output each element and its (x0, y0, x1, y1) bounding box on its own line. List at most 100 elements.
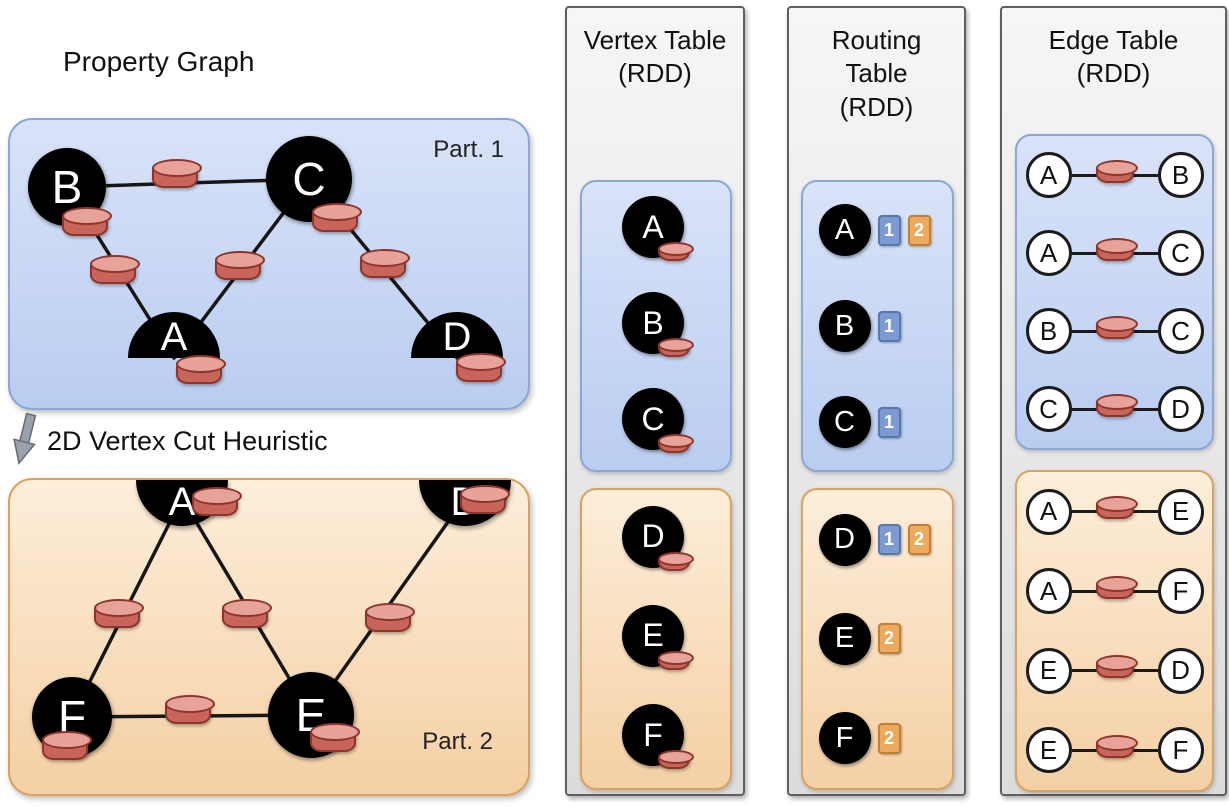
property-cylinder-icon (1095, 393, 1138, 417)
cut-heuristic-label: 2D Vertex Cut Heuristic (47, 426, 328, 456)
edge-endpoint-label: A (1039, 237, 1058, 268)
edge-row-A-E: A E (1025, 488, 1204, 535)
routing-table-partition-2-box: D 1 2 E 2 F 2 (801, 488, 954, 790)
edge-table-partition-2-box: A E A F E D E F (1015, 470, 1214, 792)
property-cylinder-icon (1095, 655, 1138, 679)
property-cylinder-icon (215, 251, 265, 280)
routing-badge-partition-1: 1 (877, 214, 901, 246)
edge-endpoint-label: A (1039, 496, 1058, 527)
routing-table-partition-1-box: A 1 2 B 1 C 1 (801, 180, 954, 472)
property-cylinder-icon (360, 249, 410, 278)
routing-vertex-label: C (834, 405, 855, 438)
edge-endpoint-circle: F (1157, 727, 1204, 774)
edge-line (1071, 655, 1158, 679)
routing-badge-partition-1: 1 (877, 524, 901, 556)
graph-node-A-label: A (160, 315, 188, 359)
vertex-table-title: Vertex Table (RDD) (567, 8, 743, 91)
routing-vertex-label: F (835, 721, 854, 754)
edge-endpoint-label: D (1171, 393, 1190, 424)
edge-line (1071, 496, 1158, 520)
edge-endpoint-circle: A (1025, 568, 1072, 615)
property-cylinder-icon (658, 551, 694, 571)
vertex-item-A: A (622, 196, 694, 264)
property-cylinder-icon (1095, 315, 1138, 339)
property-cylinder-icon (460, 485, 510, 514)
vertex-circle: E (622, 604, 684, 667)
routing-badge-partition-1: 1 (877, 310, 901, 342)
property-cylinder-icon (1095, 734, 1138, 758)
edge-line (1071, 575, 1158, 599)
edge-line (1071, 237, 1158, 261)
routing-vertex-label: D (834, 523, 855, 556)
vertex-circle: A (622, 196, 684, 258)
edge-table-title: Edge Table (RDD) (1002, 8, 1225, 91)
vertex-table-column: Vertex Table (RDD) A B C D E (565, 6, 745, 796)
property-cylinder-icon (456, 353, 506, 382)
edge-endpoint-circle: D (1157, 386, 1204, 432)
vertex-table-title-line2: (RDD) (618, 58, 692, 89)
property-cylinder-icon (90, 255, 140, 284)
edge-endpoint-label: D (1171, 655, 1190, 686)
edge-endpoint-circle: C (1157, 308, 1204, 354)
vertex-item-F: F (622, 704, 694, 772)
routing-vertex-circle: A (818, 204, 871, 256)
edge-line (1071, 315, 1158, 339)
edge-endpoint-label: C (1039, 393, 1058, 424)
edge-endpoint-circle: A (1025, 152, 1072, 198)
property-cylinder-icon (658, 338, 694, 357)
routing-table-column: Routing Table (RDD) A 1 2 B 1 C 1 D 1 2 (787, 6, 966, 796)
edge-endpoint-label: B (1171, 159, 1190, 190)
edge-endpoint-label: E (1171, 496, 1190, 527)
edge-table-title-line2: (RDD) (1076, 58, 1151, 89)
partition-1-box: B C A D Part. 1 (8, 118, 530, 410)
routing-badge-partition-2: 2 (907, 524, 931, 556)
routing-table-title: Routing Table (RDD) (789, 8, 964, 124)
property-cylinder-icon (192, 487, 242, 516)
edge-table-column: Edge Table (RDD) A B A C B C C D (1000, 6, 1227, 796)
routing-vertex-label: E (834, 622, 855, 655)
property-cylinder-icon (165, 695, 215, 724)
edge-line (1071, 734, 1158, 758)
property-cylinder-icon (365, 603, 415, 632)
routing-item-B: B 1 (818, 300, 937, 352)
edge-line (1071, 393, 1158, 417)
property-cylinder-icon (658, 750, 694, 770)
edge-line (1071, 159, 1158, 183)
routing-item-A: A 1 2 (818, 204, 937, 256)
edge-endpoint-circle: B (1025, 308, 1072, 354)
edge-endpoint-circle: C (1025, 386, 1072, 432)
edge-endpoint-label: C (1171, 315, 1190, 346)
routing-badge-partition-2: 2 (877, 623, 901, 655)
edge-endpoint-label: F (1172, 575, 1189, 606)
vertex-table-partition-1-box: A B C (580, 180, 732, 472)
edge-endpoint-label: B (1039, 315, 1058, 346)
edge-endpoint-circle: D (1157, 647, 1204, 694)
property-cylinder-icon (42, 731, 92, 760)
property-cylinder-icon (658, 650, 694, 670)
edge-endpoint-circle: A (1025, 488, 1072, 535)
edge-endpoint-circle: A (1025, 230, 1072, 276)
routing-table-title-line1: Routing (831, 25, 922, 55)
routing-item-F: F 2 (818, 712, 937, 765)
vertex-label: F (643, 716, 663, 753)
edge-table-partition-1-box: A B A C B C C D (1015, 134, 1214, 450)
vertex-item-E: E (622, 604, 694, 673)
property-cylinder-icon (152, 159, 202, 188)
vertex-label: B (642, 304, 664, 341)
graph-node-B-label: B (51, 161, 83, 213)
property-cylinder-icon (176, 355, 226, 384)
edge-endpoint-label: A (1039, 575, 1058, 606)
edge-endpoint-circle: E (1025, 727, 1072, 774)
edge-row-E-F: E F (1025, 727, 1204, 774)
routing-item-E: E 2 (818, 612, 937, 665)
routing-badge-partition-1: 1 (877, 406, 901, 438)
edge-endpoint-label: F (1172, 734, 1189, 765)
edge-endpoint-circle: B (1157, 152, 1204, 198)
edge-endpoint-circle: E (1025, 647, 1072, 694)
property-cylinder-icon (94, 599, 144, 628)
property-cylinder-icon (62, 207, 112, 236)
property-graph-title: Property Graph (63, 46, 255, 77)
edge-endpoint-label: A (1039, 159, 1058, 190)
vertex-label: A (642, 208, 664, 245)
property-cylinder-icon (1095, 496, 1138, 520)
